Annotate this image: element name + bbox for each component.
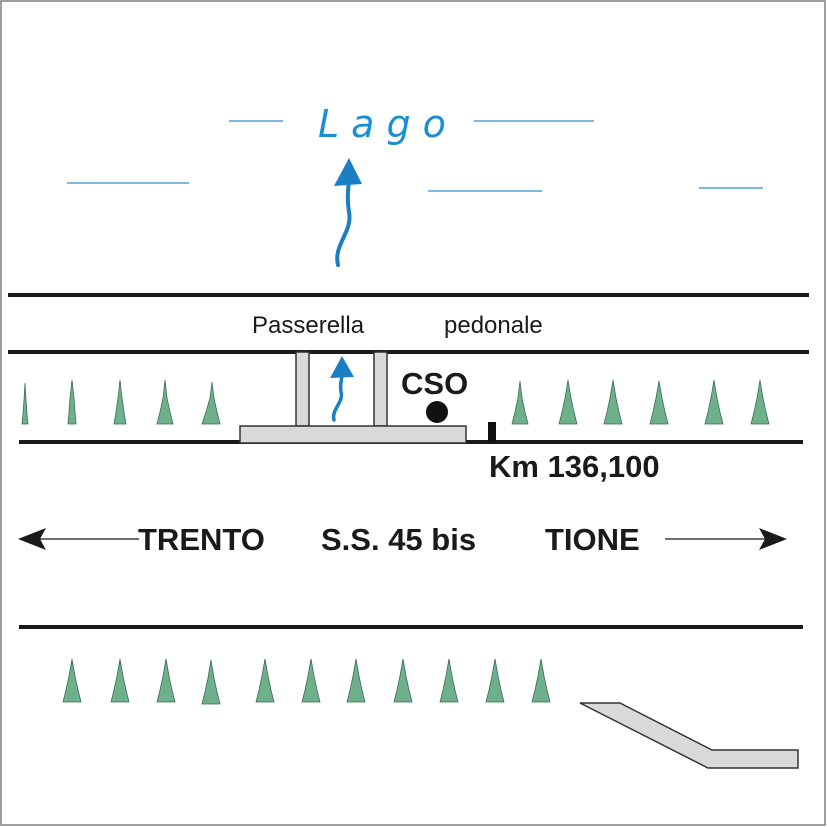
road-name-label: S.S. 45 bis — [321, 522, 476, 557]
arrow-left-icon — [18, 528, 139, 550]
tree-icon — [110, 658, 130, 703]
tree-icon — [704, 379, 724, 425]
cso-label: CSO — [401, 366, 468, 401]
side-road-ramp — [579, 702, 799, 769]
footbridge-pier-left — [295, 351, 310, 427]
tree-icon — [67, 379, 77, 425]
tree-icon — [558, 379, 578, 425]
tree-icon — [301, 658, 321, 703]
lake-label: Lago — [318, 102, 458, 146]
lake-water-lines — [67, 120, 763, 192]
tree-icon — [62, 658, 82, 703]
pedestrian-label: pedonale — [444, 312, 543, 339]
km-post-icon — [488, 422, 496, 442]
tree-row-south — [62, 658, 551, 705]
west-town-label: TRENTO — [138, 522, 265, 557]
tree-icon — [750, 379, 770, 425]
footbridge-label: Passerella — [252, 312, 365, 339]
flow-arrow-icon — [334, 158, 362, 267]
tree-icon — [439, 658, 459, 703]
tree-icon — [113, 379, 127, 425]
tree-icon — [393, 658, 413, 703]
tree-icon — [201, 381, 221, 425]
tree-icon — [156, 379, 174, 425]
arrow-right-icon — [665, 528, 787, 550]
tree-icon — [485, 658, 505, 703]
tree-icon — [156, 658, 176, 703]
km-label: Km 136,100 — [489, 449, 660, 484]
footbridge-pier-right — [373, 351, 388, 427]
tree-icon — [649, 380, 669, 425]
tree-icon — [255, 658, 275, 703]
tree-icon — [21, 382, 29, 425]
outfall-arrow-icon — [330, 356, 354, 422]
footbridge-structure — [239, 351, 467, 444]
cso-dot-icon — [426, 401, 448, 423]
tree-icon — [531, 658, 551, 703]
tree-icon — [346, 658, 366, 703]
tree-row-north — [21, 379, 770, 425]
tree-icon — [511, 380, 529, 425]
tree-icon — [603, 379, 623, 425]
footbridge-deck — [239, 425, 467, 444]
east-town-label: TIONE — [545, 522, 640, 557]
tree-icon — [201, 659, 221, 705]
